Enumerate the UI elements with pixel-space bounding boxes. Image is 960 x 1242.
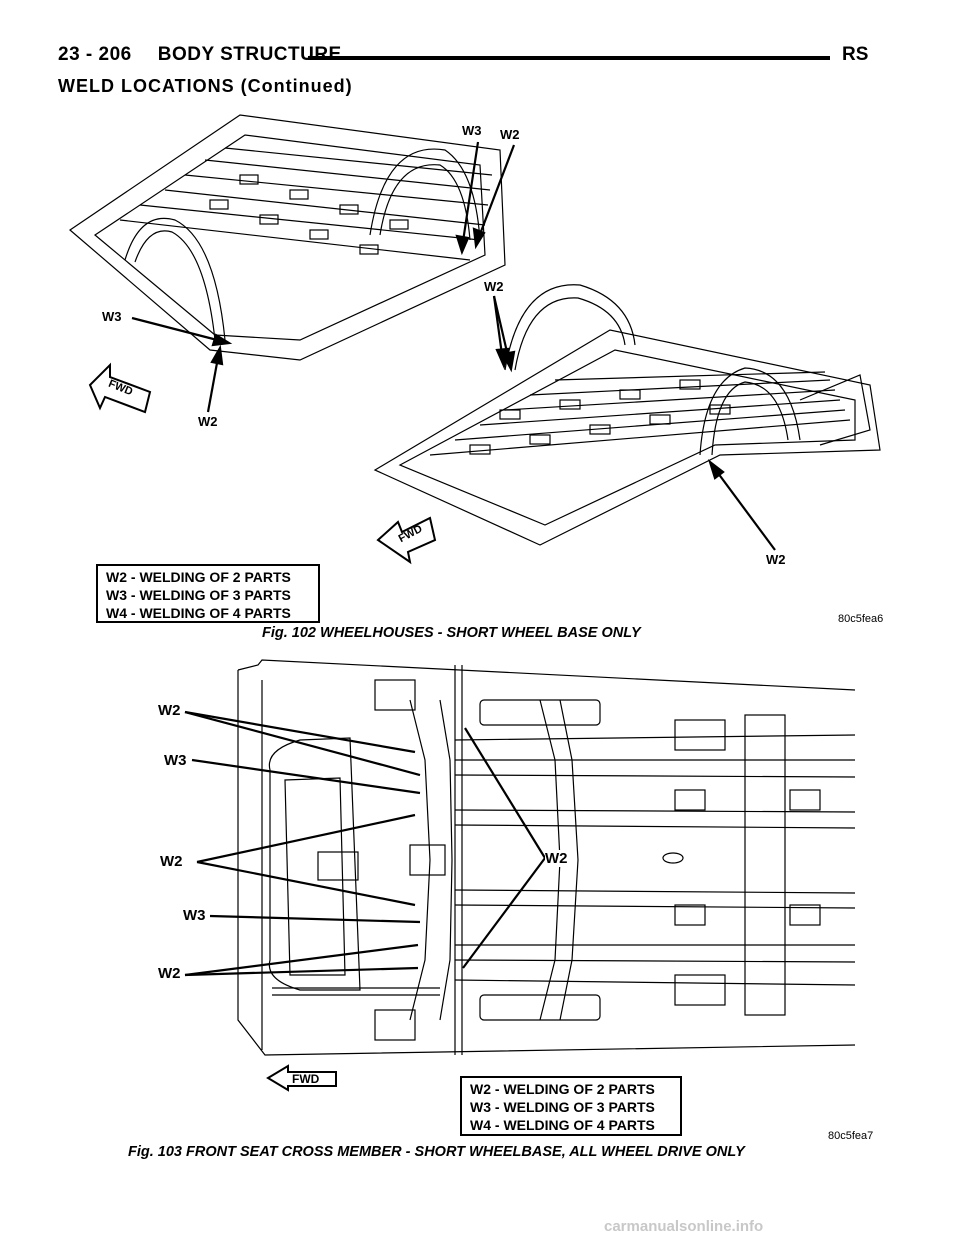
section-name: BODY STRUCTURE <box>157 44 342 65</box>
model-code: RS <box>842 44 869 65</box>
callout-w3: W3 <box>462 123 482 138</box>
figure-102-legend: W2 - WELDING OF 2 PARTS W3 - WELDING OF … <box>96 564 320 623</box>
legend-item: W4 - WELDING OF 4 PARTS <box>470 1117 655 1133</box>
callout-w3: W3 <box>102 309 122 324</box>
callout-w2: W2 <box>545 850 568 867</box>
callout-w2: W2 <box>158 702 181 719</box>
page-number: 23 - 206 <box>58 44 132 65</box>
figure-103-caption: Fig. 103 FRONT SEAT CROSS MEMBER - SHORT… <box>128 1144 745 1160</box>
callout-w3: W3 <box>183 907 206 924</box>
page-header: 23 - 206 BODY STRUCTURE <box>58 44 342 66</box>
watermark-footer: carmanualsonline.info <box>604 1218 764 1235</box>
legend-item: W4 - WELDING OF 4 PARTS <box>106 605 291 621</box>
callout-w2: W2 <box>160 853 183 870</box>
legend-item: W3 - WELDING OF 3 PARTS <box>470 1099 655 1115</box>
header-rule <box>308 56 830 60</box>
figure-103-legend: W2 - WELDING OF 2 PARTS W3 - WELDING OF … <box>460 1076 682 1136</box>
section-title: WELD LOCATIONS (Continued) <box>58 76 353 96</box>
figure-102-drawing <box>69 114 881 565</box>
legend-item: W2 - WELDING OF 2 PARTS <box>470 1081 655 1097</box>
callout-w2: W2 <box>158 965 181 982</box>
callout-w2: W2 <box>766 552 786 567</box>
callout-w2: W2 <box>198 414 218 429</box>
callout-w2: W2 <box>484 279 504 294</box>
figure-102-caption: Fig. 102 WHEELHOUSES - SHORT WHEEL BASE … <box>262 625 641 641</box>
callout-w3: W3 <box>164 752 187 769</box>
figure-102-code: 80c5fea6 <box>838 613 884 625</box>
figure-103-code: 80c5fea7 <box>828 1130 874 1142</box>
legend-item: W3 - WELDING OF 3 PARTS <box>106 587 291 603</box>
legend-item: W2 - WELDING OF 2 PARTS <box>106 569 291 585</box>
fwd-label: FWD <box>292 1072 320 1086</box>
callout-w2: W2 <box>500 127 520 142</box>
